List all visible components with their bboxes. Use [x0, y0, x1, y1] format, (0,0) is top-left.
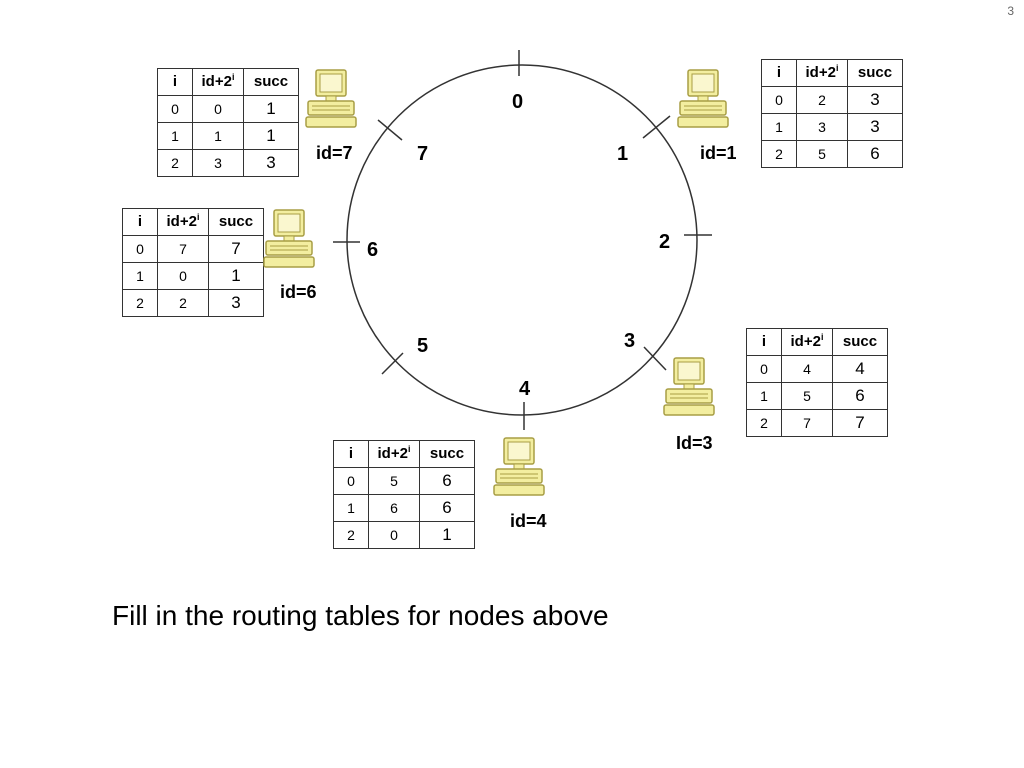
node-label-3: Id=3 [676, 433, 713, 453]
tick-1 [642, 115, 671, 139]
computer-icon [677, 69, 729, 128]
instruction-text: Fill in the routing tables for nodes abo… [112, 600, 609, 631]
computer-icon [493, 437, 545, 496]
ring-pos-1: 1 [617, 143, 628, 165]
ring-pos-5: 5 [417, 335, 428, 357]
computer-icon [263, 209, 315, 268]
tick-7 [377, 119, 403, 141]
tick-3 [643, 346, 667, 371]
computer-icon [663, 357, 715, 416]
ring-pos-0: 0 [512, 91, 523, 113]
tick-5 [381, 352, 404, 375]
ring-circle [346, 64, 698, 416]
ring-pos-6: 6 [367, 239, 378, 261]
computer-icon [305, 69, 357, 128]
node-label-4: id=4 [510, 511, 547, 531]
node-label-1: id=1 [700, 143, 737, 163]
ring-pos-2: 2 [659, 231, 670, 253]
slide-number: 3 [1007, 4, 1014, 18]
ring-pos-7: 7 [417, 143, 428, 165]
ring-pos-3: 3 [624, 330, 635, 352]
node-label-6: id=6 [280, 282, 317, 302]
node-label-7: id=7 [316, 143, 353, 163]
ring-pos-4: 4 [519, 378, 531, 400]
